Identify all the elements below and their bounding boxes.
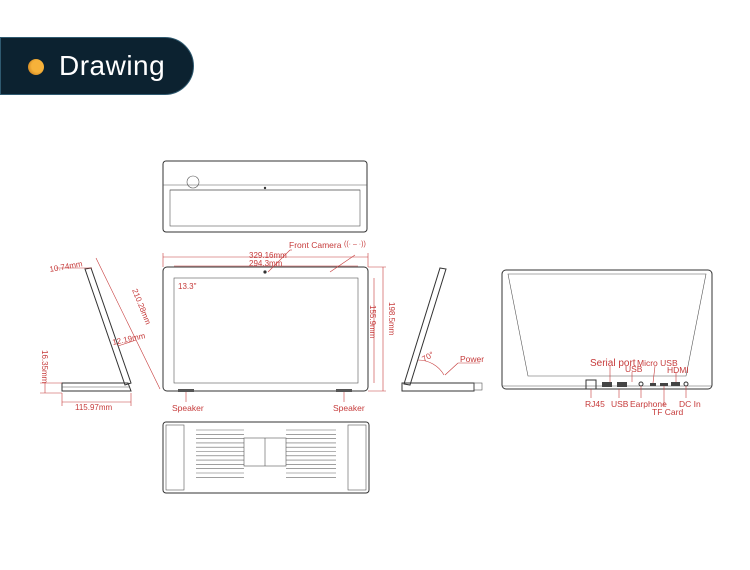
rj45-port-icon [585, 379, 597, 390]
dim-height-screen: 155.9mm [368, 305, 377, 339]
dim-top-thickness: 10.74mm [49, 259, 84, 274]
dim-height-outer: 198.5mm [387, 302, 396, 336]
front-camera-label: Front Camera [289, 240, 342, 250]
wave-icon: ((· – ·)) [344, 241, 366, 248]
top-view [162, 160, 368, 233]
back-view [501, 269, 713, 406]
usb-top-label: USB [625, 364, 643, 374]
dim-base-depth: 115.97mm [75, 403, 113, 412]
bullet-icon [28, 59, 44, 75]
earphone-label: Earphone [630, 399, 667, 409]
usb-bottom-label: USB [611, 399, 629, 409]
dim-width-screen: 294.3mm [249, 259, 283, 268]
speaker-left-label: Speaker [172, 403, 204, 413]
hdmi-port-icon [671, 382, 680, 386]
dc-in-jack-icon [683, 381, 689, 387]
usb-port-icon [602, 382, 612, 387]
micro-usb-label: Micro USB [637, 358, 678, 368]
angle-label: 70° [421, 350, 436, 364]
dim-width-outer: 329.16mm [249, 251, 287, 260]
power-label: Power [460, 354, 484, 364]
hdmi-label: HDMI [667, 365, 689, 375]
dc-in-label: DC In [679, 399, 701, 409]
tf-card-slot-icon [660, 383, 668, 386]
front-camera-icon [263, 270, 267, 274]
speaker-right-label: Speaker [333, 403, 365, 413]
section-title: Drawing [59, 50, 166, 81]
usb-port-icon [617, 382, 627, 387]
tf-card-label: TF Card [652, 407, 683, 417]
bottom-view [162, 421, 370, 494]
rj45-label: RJ45 [585, 399, 605, 409]
serial-port-label: Serial port [590, 358, 636, 369]
dim-base-height: 16.35mm [40, 350, 49, 384]
micro-usb-port-icon [650, 383, 656, 386]
section-banner: Drawing [0, 37, 194, 95]
dim-side-depth: 12.19mm [112, 331, 147, 347]
front-view [162, 249, 386, 402]
vent-grille [196, 429, 336, 478]
right-side-view [401, 267, 483, 392]
dim-side-height: 210.28mm [130, 287, 153, 326]
earphone-jack-icon [638, 381, 644, 387]
side-view [40, 257, 161, 406]
screen-size-label: 13.3" [178, 282, 197, 291]
